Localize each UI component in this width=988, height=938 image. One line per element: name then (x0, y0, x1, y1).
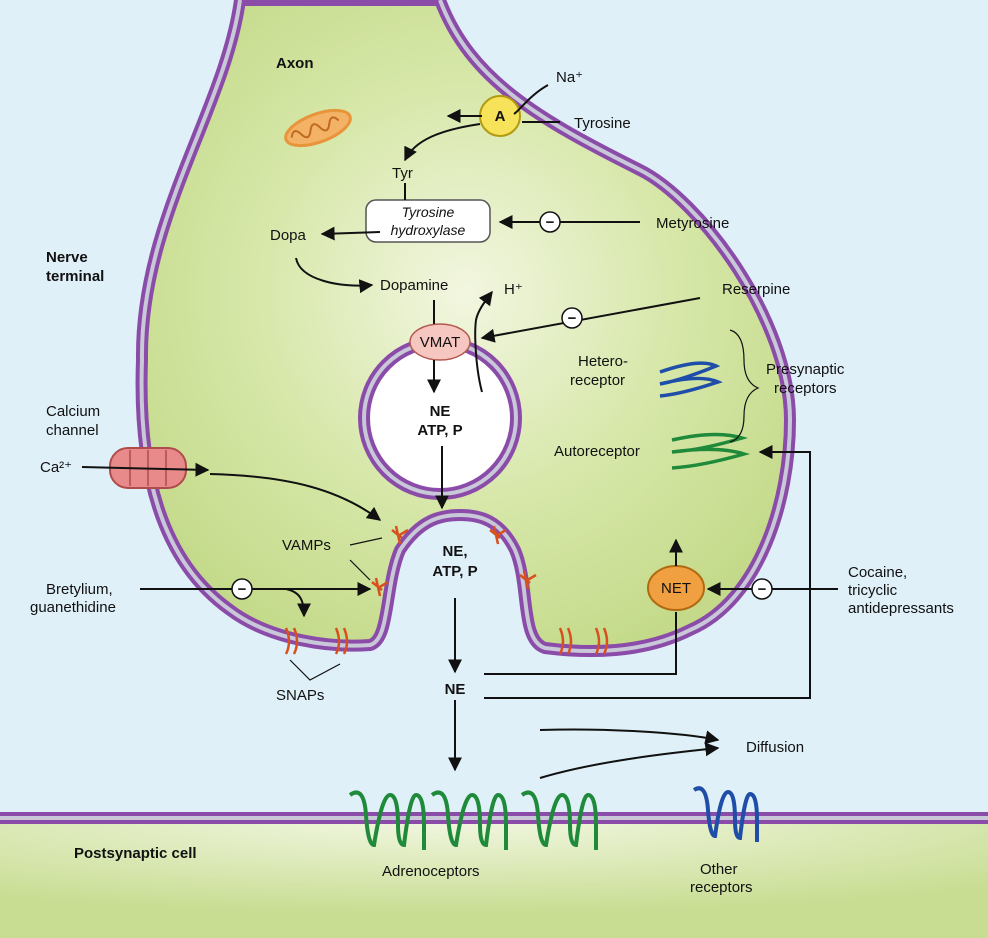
metyrosine-minus-icon: − (539, 211, 561, 233)
metyrosine-label: Metyrosine (656, 215, 729, 232)
tyrosine-label: Tyrosine (574, 115, 631, 132)
other-receptors-label-1: Other (700, 861, 738, 878)
autoreceptor-feedback-arrow (484, 445, 811, 699)
na-plus-label: Na⁺ (556, 69, 583, 86)
diffusion-label: Diffusion (746, 739, 804, 756)
autoreceptor-icon (671, 432, 751, 470)
nerve-terminal-label-1: Nerve (46, 249, 88, 266)
svg-text:−: − (546, 214, 555, 231)
vesicle-ne-label: NE (430, 403, 451, 420)
adrenoceptor-icon (520, 790, 598, 850)
snap-proteins (284, 627, 609, 655)
dopa-arrow (320, 226, 381, 241)
nerve-terminal-label-2: terminal (46, 268, 104, 285)
vamp-proteins (371, 525, 537, 597)
vmat-transporter (409, 323, 471, 361)
cocaine-label-2: tricyclic (848, 582, 898, 599)
cocaine-label-3: antidepressants (848, 600, 954, 617)
cocaine-label-1: Cocaine, (848, 564, 907, 581)
svg-text:−: − (238, 581, 247, 598)
net-transporter: NET (647, 565, 705, 611)
fusion-atp-label: ATP, P (432, 563, 477, 580)
tyr-label: Tyr (392, 165, 413, 182)
presynaptic-brace (729, 329, 760, 443)
cleft-ne-label: NE (445, 681, 466, 698)
reserpine-inhibition-arrow (480, 297, 701, 343)
calcium-channel-label-2: channel (46, 422, 99, 439)
vesicle-atp-label: ATP, P (417, 422, 462, 439)
axon-label: Axon (276, 55, 314, 72)
postsynaptic-cell (0, 818, 988, 938)
cocaine-minus-icon: − (751, 578, 773, 600)
adrenoceptors-label: Adrenoceptors (382, 863, 480, 880)
h-plus-label: H⁺ (504, 281, 523, 298)
adrenoceptor-icon (430, 790, 508, 850)
postsynaptic-cell-label: Postsynaptic cell (74, 845, 197, 862)
transporter-a-label: A (495, 108, 506, 125)
presynaptic-receptors-label-2: receptors (774, 380, 837, 397)
vmat-label: VMAT (420, 334, 461, 351)
dopa-label: Dopa (270, 227, 307, 244)
svg-text:−: − (568, 310, 577, 327)
reserpine-minus-icon: − (561, 307, 583, 329)
calcium-channel-label-1: Calcium (46, 403, 100, 420)
presynaptic-receptors-label-1: Presynaptic (766, 361, 845, 378)
dopamine-label: Dopamine (380, 277, 448, 294)
ca-label: Ca²⁺ (40, 459, 72, 476)
heteroreceptor-icon (659, 361, 723, 398)
snaps-label: SNAPs (276, 687, 324, 704)
fusion-ne-label: NE, (442, 543, 467, 560)
tyrosine-transporter: A (479, 95, 521, 137)
bretylium-label-2: guanethidine (30, 599, 116, 616)
autoreceptor-label: Autoreceptor (554, 443, 640, 460)
calcium-influx-arrow (81, 462, 210, 477)
ne-reuptake-path (484, 612, 677, 675)
heteroreceptor-label-1: Hetero- (578, 353, 628, 370)
reserpine-label: Reserpine (722, 281, 790, 298)
heteroreceptor-label-2: receptor (570, 372, 625, 389)
tyrosine-hydroxylase-label-1: Tyrosine (402, 204, 455, 220)
net-label: NET (661, 580, 691, 597)
vamps-label: VAMPs (282, 537, 331, 554)
mitochondrion-icon (284, 108, 352, 148)
tyrosine-hydroxylase-box (365, 199, 491, 243)
tyrosine-hydroxylase-label-2: hydroxylase (391, 222, 466, 238)
other-receptor-icon (692, 786, 759, 842)
bretylium-minus-icon: − (231, 578, 253, 600)
h-plus-exit-arrow (474, 290, 493, 393)
adrenoceptor-icon (348, 790, 426, 850)
bretylium-label-1: Bretylium, (46, 581, 113, 598)
svg-text:−: − (758, 581, 767, 598)
other-receptors-label-2: receptors (690, 879, 753, 896)
